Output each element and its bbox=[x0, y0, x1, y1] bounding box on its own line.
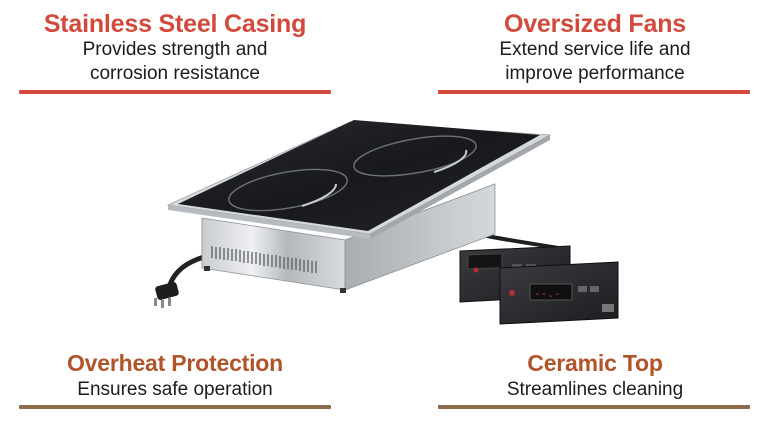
feature-ceramic-top: Ceramic Top Streamlines cleaning bbox=[440, 350, 750, 401]
feature-title: Ceramic Top bbox=[527, 350, 663, 376]
steel-rim-edge bbox=[168, 205, 370, 239]
feature-title: Oversized Fans bbox=[503, 10, 686, 38]
feature-overheat-protection: Overheat Protection Ensures safe operati… bbox=[20, 350, 330, 401]
feature-description-line: corrosion resistance bbox=[89, 63, 261, 84]
divider-rule bbox=[438, 90, 750, 94]
mounting-foot bbox=[204, 266, 210, 271]
feature-stainless-steel-casing: Stainless Steel Casing Provides strength… bbox=[20, 10, 330, 86]
feature-description-line: improve performance bbox=[505, 63, 685, 84]
divider-rule bbox=[19, 405, 331, 409]
feature-description-line: Streamlines cleaning bbox=[506, 379, 684, 400]
feature-description-line: Provides strength and bbox=[82, 39, 268, 60]
cooking-zone-front bbox=[228, 168, 348, 212]
steel-casing-side bbox=[344, 183, 496, 291]
feature-description-line: Ensures safe operation bbox=[77, 379, 273, 400]
ceramic-glass-top bbox=[178, 120, 540, 231]
feature-title: Stainless Steel Casing bbox=[43, 10, 307, 38]
steel-rim-edge-side bbox=[370, 135, 550, 239]
divider-rule bbox=[438, 405, 750, 409]
control-panel-front: --.- bbox=[499, 261, 619, 325]
svg-text:--.-: --.- bbox=[534, 287, 561, 300]
divider-rule bbox=[19, 90, 331, 94]
feature-title: Overheat Protection bbox=[66, 350, 284, 376]
cooking-zone-rear bbox=[353, 135, 477, 177]
mounting-foot bbox=[340, 288, 346, 293]
feature-description-line: Extend service life and bbox=[499, 39, 691, 60]
power-cord bbox=[154, 253, 211, 308]
vent-grille bbox=[211, 246, 317, 273]
feature-oversized-fans: Oversized Fans Extend service life and i… bbox=[440, 10, 750, 86]
induction-cooktop-image: --.- bbox=[154, 120, 619, 325]
